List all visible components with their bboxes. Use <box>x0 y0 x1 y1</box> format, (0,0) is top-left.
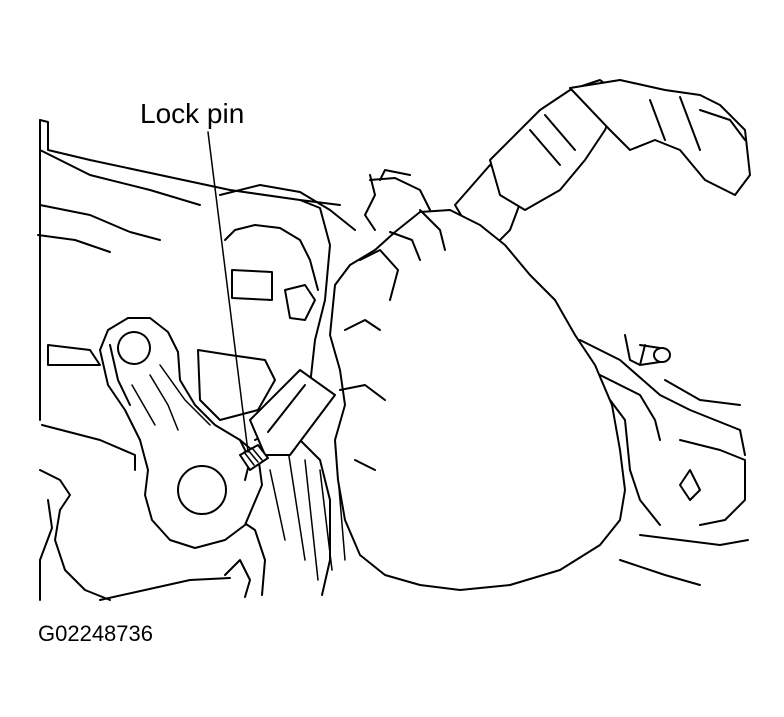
ratchet-wrench <box>454 79 751 256</box>
figure-id: G02248736 <box>38 621 153 646</box>
hand <box>329 169 626 591</box>
shift-lever <box>99 317 263 549</box>
lock-pin-callout-label: Lock pin <box>140 98 245 129</box>
extension-bar <box>249 369 336 456</box>
lock-pin <box>239 444 269 471</box>
lock-pin-leader-line <box>207 131 249 453</box>
